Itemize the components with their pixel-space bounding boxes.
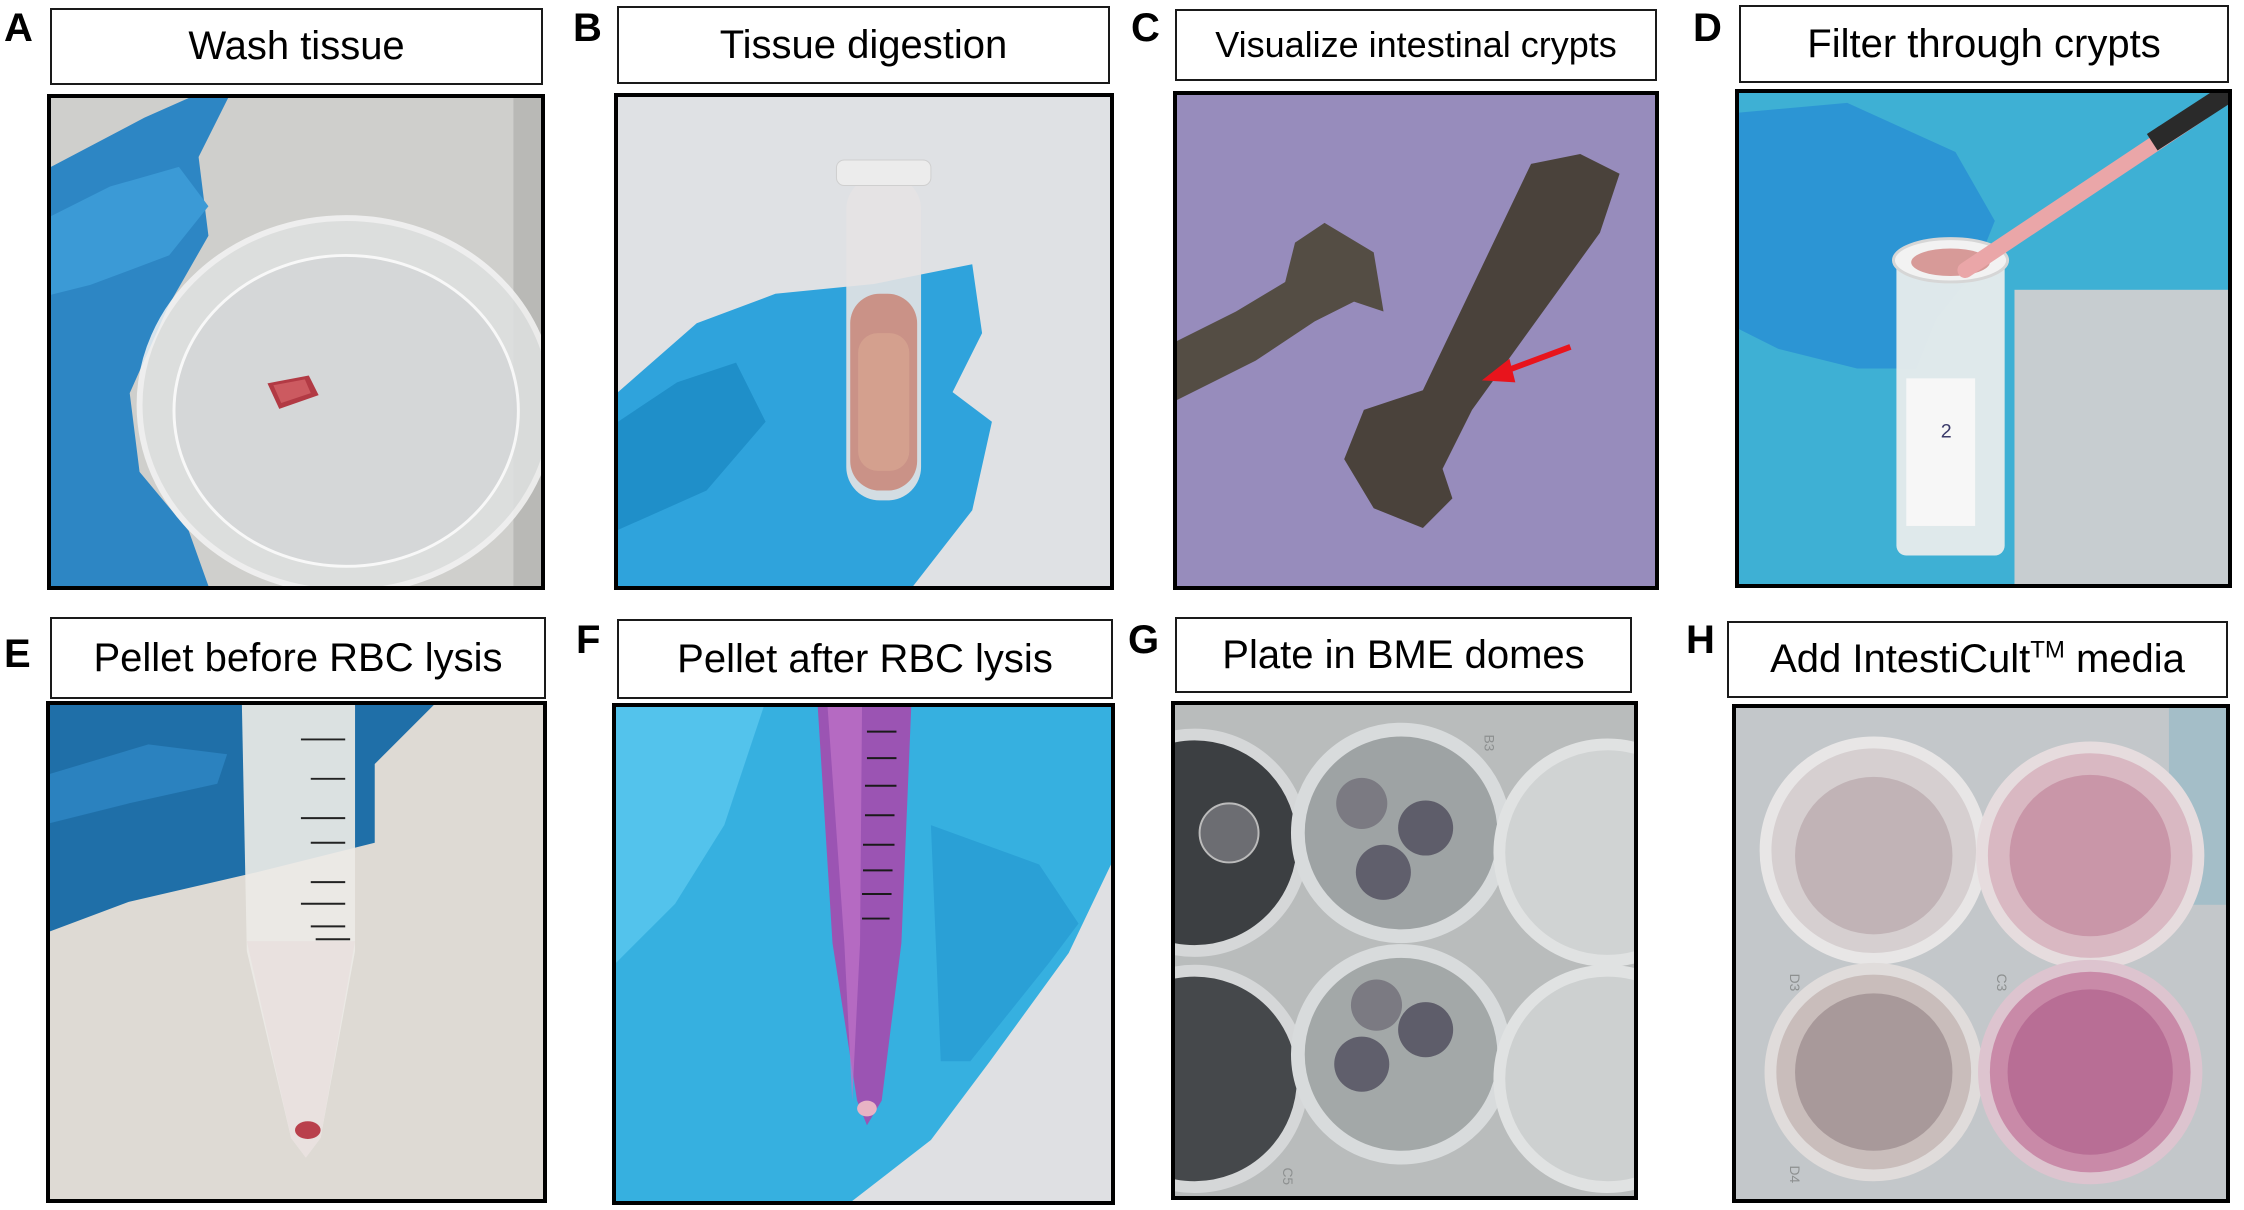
well-label-d3: D3 [1787,974,1802,992]
trademark-superscript: TM [2030,636,2065,664]
panel-a-image [47,94,545,590]
panel-letter-a: A [4,6,33,50]
panel-letter-b: B [573,6,602,50]
panel-b-image [614,93,1114,590]
panel-b-title: Tissue digestion [617,6,1110,84]
panel-c-image [1173,91,1659,590]
panel-d-image: 2 [1735,89,2232,588]
panel-letter-h: H [1686,618,1715,662]
panel-letter-d: D [1693,6,1722,50]
panel-f-image [612,703,1115,1205]
panel-letter-e: E [4,632,31,676]
panel-g-title-text: Plate in BME domes [1222,632,1585,677]
red-arrow-icon [1481,358,1516,383]
well-label-b3: B3 [1482,735,1497,752]
panel-e-title-text: Pellet before RBC lysis [93,635,503,680]
panel-c-title-text: Visualize intestinal crypts [1215,24,1617,65]
panel-e-image [46,701,547,1203]
panel-g-title: Plate in BME domes [1175,617,1632,693]
panel-h-title: Add IntestiCultTM media [1727,621,2228,698]
well-label-c5: C5 [1280,1167,1295,1185]
panel-d-title: Filter through crypts [1739,5,2229,83]
panel-g-image: B3 C5 [1171,701,1638,1200]
panel-h-title-text: Add IntestiCultTM media [1770,636,2185,681]
panel-b-title-text: Tissue digestion [719,22,1008,67]
well-label-d4: D4 [1787,1166,1802,1184]
panel-a-title: Wash tissue [50,8,543,85]
panel-letter-g: G [1128,618,1160,662]
panel-letter-c: C [1131,6,1160,50]
panel-f-title-text: Pellet after RBC lysis [677,636,1053,681]
panel-a-title-text: Wash tissue [188,24,405,68]
panel-f-title: Pellet after RBC lysis [617,619,1113,699]
panel-letter-f: F [576,618,601,662]
panel-c-title: Visualize intestinal crypts [1175,9,1657,81]
panel-e-title: Pellet before RBC lysis [50,617,546,699]
panel-d-title-text: Filter through crypts [1807,21,2161,66]
tube-label: 2 [1941,420,1952,442]
panel-h-image: C3 D3 D4 [1732,704,2230,1203]
well-label-c3: C3 [1994,974,2009,992]
red-arrow-line [1500,344,1572,376]
